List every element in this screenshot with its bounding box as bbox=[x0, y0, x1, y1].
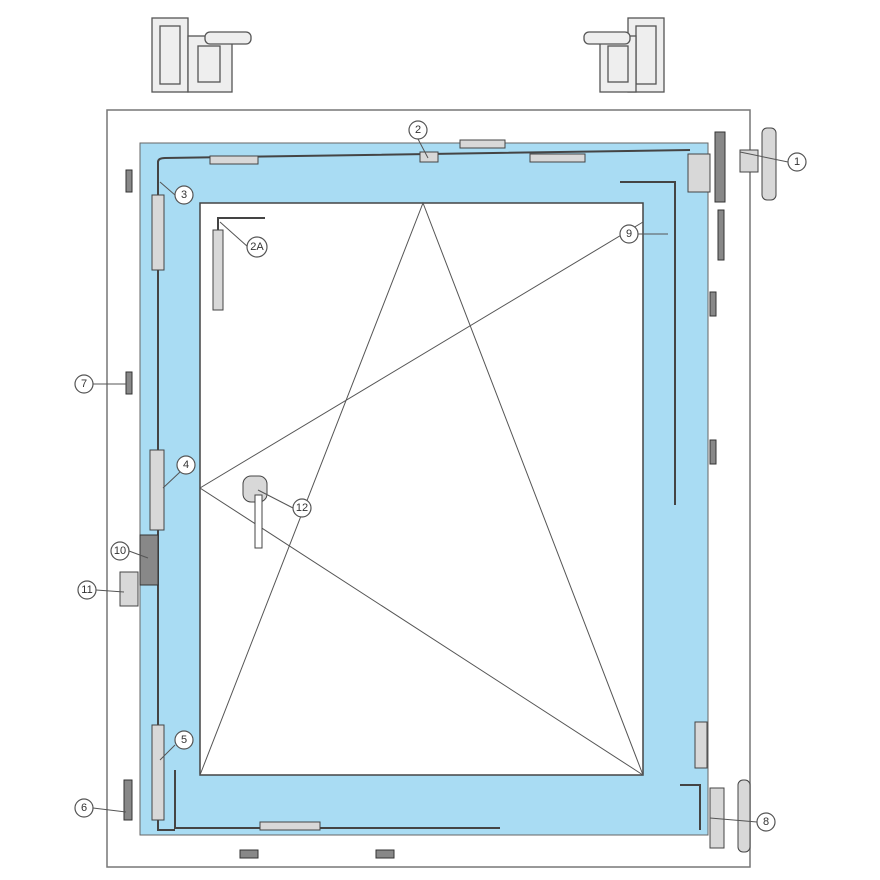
callout-12: 12 bbox=[292, 498, 312, 518]
glass-pane bbox=[199, 202, 644, 776]
callout-4: 4 bbox=[176, 455, 196, 475]
profile-section-left bbox=[151, 17, 252, 93]
svg-text:6: 6 bbox=[81, 802, 87, 814]
callout-7: 7 bbox=[74, 374, 94, 394]
svg-text:11: 11 bbox=[81, 584, 92, 596]
svg-text:12: 12 bbox=[296, 502, 308, 514]
callout-9: 9 bbox=[619, 224, 639, 244]
svg-text:10: 10 bbox=[114, 545, 126, 557]
tilt-turn-indicator-lines bbox=[199, 201, 644, 776]
svg-text:1: 1 bbox=[794, 156, 800, 168]
leader-lines bbox=[92, 138, 789, 823]
svg-text:8: 8 bbox=[763, 816, 769, 828]
callout-2a: 2A bbox=[246, 236, 268, 258]
hardware-right bbox=[680, 209, 751, 853]
callout-2: 2 bbox=[408, 120, 428, 140]
callout-3: 3 bbox=[174, 185, 194, 205]
callout-5: 5 bbox=[174, 730, 194, 750]
callout-6: 6 bbox=[74, 798, 94, 818]
hardware-corner-2a bbox=[212, 217, 265, 311]
callout-10: 10 bbox=[110, 541, 130, 561]
svg-text:4: 4 bbox=[183, 459, 189, 471]
svg-text:2: 2 bbox=[415, 124, 421, 136]
callout-1: 1 bbox=[787, 152, 807, 172]
window-handle bbox=[242, 475, 268, 549]
svg-text:5: 5 bbox=[181, 734, 187, 746]
hardware-left bbox=[119, 169, 500, 859]
profile-section-right bbox=[583, 17, 665, 93]
svg-text:7: 7 bbox=[81, 378, 87, 390]
svg-text:2A: 2A bbox=[250, 241, 264, 253]
hardware-top bbox=[157, 127, 777, 505]
callout-8: 8 bbox=[756, 812, 776, 832]
callout-11: 11 bbox=[77, 580, 97, 600]
svg-text:9: 9 bbox=[626, 228, 632, 240]
svg-text:3: 3 bbox=[181, 189, 187, 201]
